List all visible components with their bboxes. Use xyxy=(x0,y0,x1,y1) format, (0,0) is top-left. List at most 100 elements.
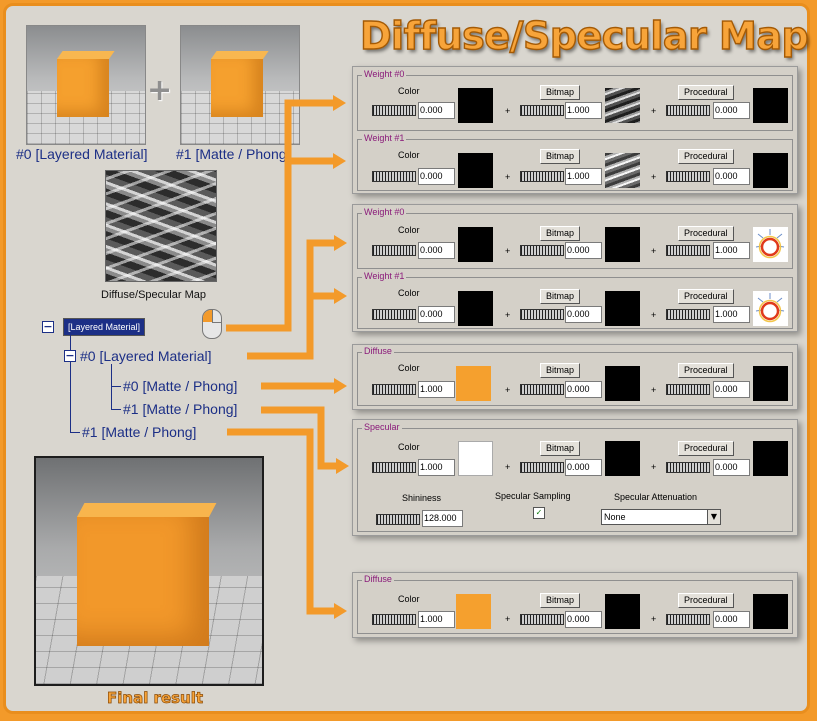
color-swatch[interactable] xyxy=(456,594,491,629)
procedural-weight-field[interactable]: 0.000 xyxy=(713,168,750,185)
layered-material-caption: #0 [Layered Material] xyxy=(16,146,148,162)
color-swatch[interactable] xyxy=(458,153,493,188)
bitmap-button[interactable]: Bitmap xyxy=(540,85,581,100)
color-swatch[interactable] xyxy=(458,291,493,326)
bitmap-button[interactable]: Bitmap xyxy=(540,289,581,304)
tree-node-child1[interactable]: #1 [Matte / Phong] xyxy=(82,424,197,440)
tree-node-child01[interactable]: #1 [Matte / Phong] xyxy=(123,401,238,417)
bitmap-swatch[interactable] xyxy=(605,153,640,188)
specular-sampling-checkbox[interactable]: ✓ xyxy=(533,507,545,519)
procedural-swatch[interactable] xyxy=(753,153,788,188)
color-weight-slider[interactable] xyxy=(372,614,416,625)
bitmap-weight-slider[interactable] xyxy=(520,105,564,116)
procedural-weight-field[interactable]: 0.000 xyxy=(713,459,750,476)
bitmap-button[interactable]: Bitmap xyxy=(540,149,581,164)
chevron-down-icon[interactable]: ▼ xyxy=(707,510,720,524)
group-weight0: Weight #0 Color 0.000 + Bitmap 0.000 + P… xyxy=(357,207,793,269)
bitmap-weight-slider[interactable] xyxy=(520,462,564,473)
specular-attenuation-select[interactable]: None ▼ xyxy=(601,509,721,525)
color-swatch[interactable] xyxy=(456,366,491,401)
procedural-button[interactable]: Procedural xyxy=(678,226,734,241)
plus-label: + xyxy=(505,462,511,472)
arrow-root-to-weight0 xyxy=(226,99,333,332)
procedural-weight-field[interactable]: 0.000 xyxy=(713,611,750,628)
procedural-button[interactable]: Procedural xyxy=(678,441,734,456)
color-label: Color xyxy=(398,225,420,235)
bitmap-weight-field[interactable]: 0.000 xyxy=(565,242,602,259)
tree-collapse-icon[interactable]: − xyxy=(42,320,54,333)
bitmap-weight-field[interactable]: 1.000 xyxy=(565,168,602,185)
color-swatch[interactable] xyxy=(458,441,493,476)
procedural-weight-slider[interactable] xyxy=(666,309,710,320)
tree-node-child00[interactable]: #0 [Matte / Phong] xyxy=(123,378,238,394)
color-weight-field[interactable]: 1.000 xyxy=(418,459,455,476)
bitmap-weight-slider[interactable] xyxy=(520,245,564,256)
color-weight-field[interactable]: 1.000 xyxy=(418,611,455,628)
bitmap-button[interactable]: Bitmap xyxy=(540,363,581,378)
color-weight-slider[interactable] xyxy=(372,309,416,320)
color-weight-slider[interactable] xyxy=(372,462,416,473)
color-weight-field[interactable]: 0.000 xyxy=(418,168,455,185)
color-weight-slider[interactable] xyxy=(372,105,416,116)
color-weight-field[interactable]: 0.000 xyxy=(418,242,455,259)
color-weight-slider[interactable] xyxy=(372,245,416,256)
bitmap-weight-slider[interactable] xyxy=(520,614,564,625)
bitmap-weight-slider[interactable] xyxy=(520,384,564,395)
procedural-swatch[interactable] xyxy=(753,441,788,476)
color-swatch[interactable] xyxy=(458,227,493,262)
procedural-weight-field[interactable]: 1.000 xyxy=(713,242,750,259)
procedural-weight-slider[interactable] xyxy=(666,614,710,625)
procedural-weight-field[interactable]: 1.000 xyxy=(713,306,750,323)
bitmap-button[interactable]: Bitmap xyxy=(540,441,581,456)
bitmap-weight-field[interactable]: 0.000 xyxy=(565,381,602,398)
procedural-sun-icon[interactable] xyxy=(753,227,788,262)
bitmap-swatch[interactable] xyxy=(605,594,640,629)
procedural-button[interactable]: Procedural xyxy=(678,363,734,378)
color-weight-field[interactable]: 0.000 xyxy=(418,306,455,323)
shininess-field[interactable]: 128.000 xyxy=(422,510,463,527)
bitmap-weight-field[interactable]: 0.000 xyxy=(565,306,602,323)
procedural-swatch[interactable] xyxy=(753,594,788,629)
color-weight-slider[interactable] xyxy=(372,384,416,395)
bitmap-weight-slider[interactable] xyxy=(520,171,564,182)
procedural-weight-slider[interactable] xyxy=(666,171,710,182)
bitmap-weight-field[interactable]: 0.000 xyxy=(565,459,602,476)
panel-layered-weights-bitmap: Weight #0 Color 0.000 + Bitmap 1.000 + P… xyxy=(352,66,798,194)
procedural-weight-field[interactable]: 0.000 xyxy=(713,381,750,398)
procedural-button[interactable]: Procedural xyxy=(678,593,734,608)
bitmap-swatch[interactable] xyxy=(605,366,640,401)
procedural-weight-slider[interactable] xyxy=(666,245,710,256)
bitmap-swatch[interactable] xyxy=(605,88,640,123)
procedural-swatch[interactable] xyxy=(753,88,788,123)
procedural-weight-slider[interactable] xyxy=(666,462,710,473)
procedural-weight-slider[interactable] xyxy=(666,384,710,395)
procedural-sun-icon[interactable] xyxy=(753,291,788,326)
shininess-slider[interactable] xyxy=(376,514,420,525)
procedural-button[interactable]: Procedural xyxy=(678,85,734,100)
color-weight-slider[interactable] xyxy=(372,171,416,182)
bitmap-weight-slider[interactable] xyxy=(520,309,564,320)
color-swatch[interactable] xyxy=(458,88,493,123)
panel-diffuse-bottom: Diffuse Color 1.000 + Bitmap 0.000 + Pro… xyxy=(352,572,798,638)
final-render xyxy=(34,456,264,686)
bitmap-swatch[interactable] xyxy=(605,441,640,476)
arrow-child01-to-specular xyxy=(261,406,336,470)
procedural-swatch[interactable] xyxy=(753,366,788,401)
plus-label: + xyxy=(505,172,511,182)
bitmap-button[interactable]: Bitmap xyxy=(540,593,581,608)
tree-node-child0[interactable]: #0 [Layered Material] xyxy=(80,348,212,364)
tree-node-root[interactable]: [Layered Material] xyxy=(63,318,146,336)
bitmap-swatch[interactable] xyxy=(605,291,640,326)
tree-collapse-icon-child0[interactable]: − xyxy=(64,349,76,362)
color-label: Color xyxy=(398,442,420,452)
bitmap-weight-field[interactable]: 0.000 xyxy=(565,611,602,628)
bitmap-button[interactable]: Bitmap xyxy=(540,226,581,241)
bitmap-weight-field[interactable]: 1.000 xyxy=(565,102,602,119)
color-weight-field[interactable]: 0.000 xyxy=(418,102,455,119)
procedural-button[interactable]: Procedural xyxy=(678,289,734,304)
procedural-button[interactable]: Procedural xyxy=(678,149,734,164)
procedural-weight-field[interactable]: 0.000 xyxy=(713,102,750,119)
procedural-weight-slider[interactable] xyxy=(666,105,710,116)
bitmap-swatch[interactable] xyxy=(605,227,640,262)
color-weight-field[interactable]: 1.000 xyxy=(418,381,455,398)
